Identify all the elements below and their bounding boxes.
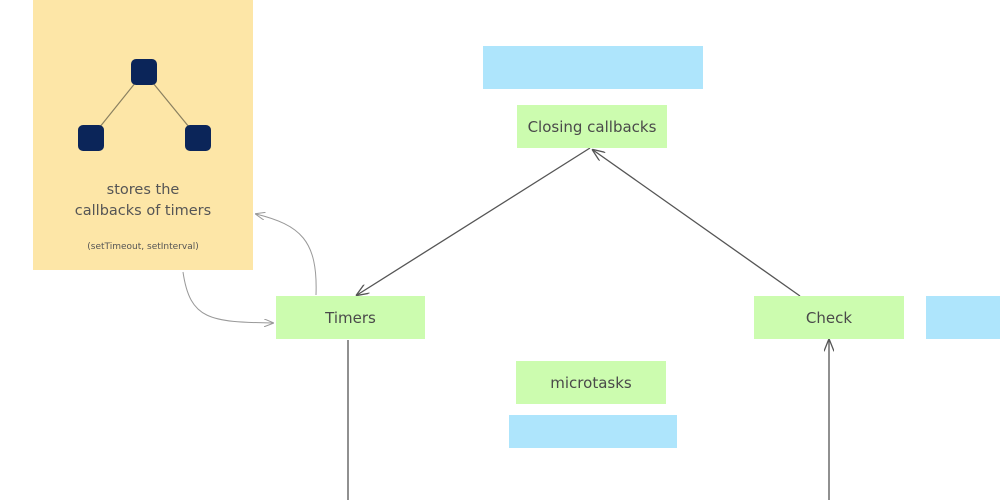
check-node: Check bbox=[754, 296, 904, 339]
placeholder-box-bottom bbox=[509, 415, 677, 448]
note-title-line2: callbacks of timers bbox=[74, 203, 212, 219]
note-title-line1: stores the bbox=[106, 182, 180, 198]
closing-callbacks-node: Closing callbacks bbox=[517, 105, 667, 148]
timers-node: Timers bbox=[276, 296, 425, 339]
note-subtitle: (setTimeout, setInterval) bbox=[87, 242, 199, 252]
timers-note-card: stores the callbacks of timers (setTimeou… bbox=[33, 0, 253, 270]
tree-icon bbox=[78, 59, 211, 151]
placeholder-box-right bbox=[926, 296, 1000, 339]
microtasks-node: microtasks bbox=[516, 361, 666, 404]
note-title: stores the callbacks of timers bbox=[33, 180, 253, 222]
placeholder-box-top bbox=[483, 46, 703, 89]
